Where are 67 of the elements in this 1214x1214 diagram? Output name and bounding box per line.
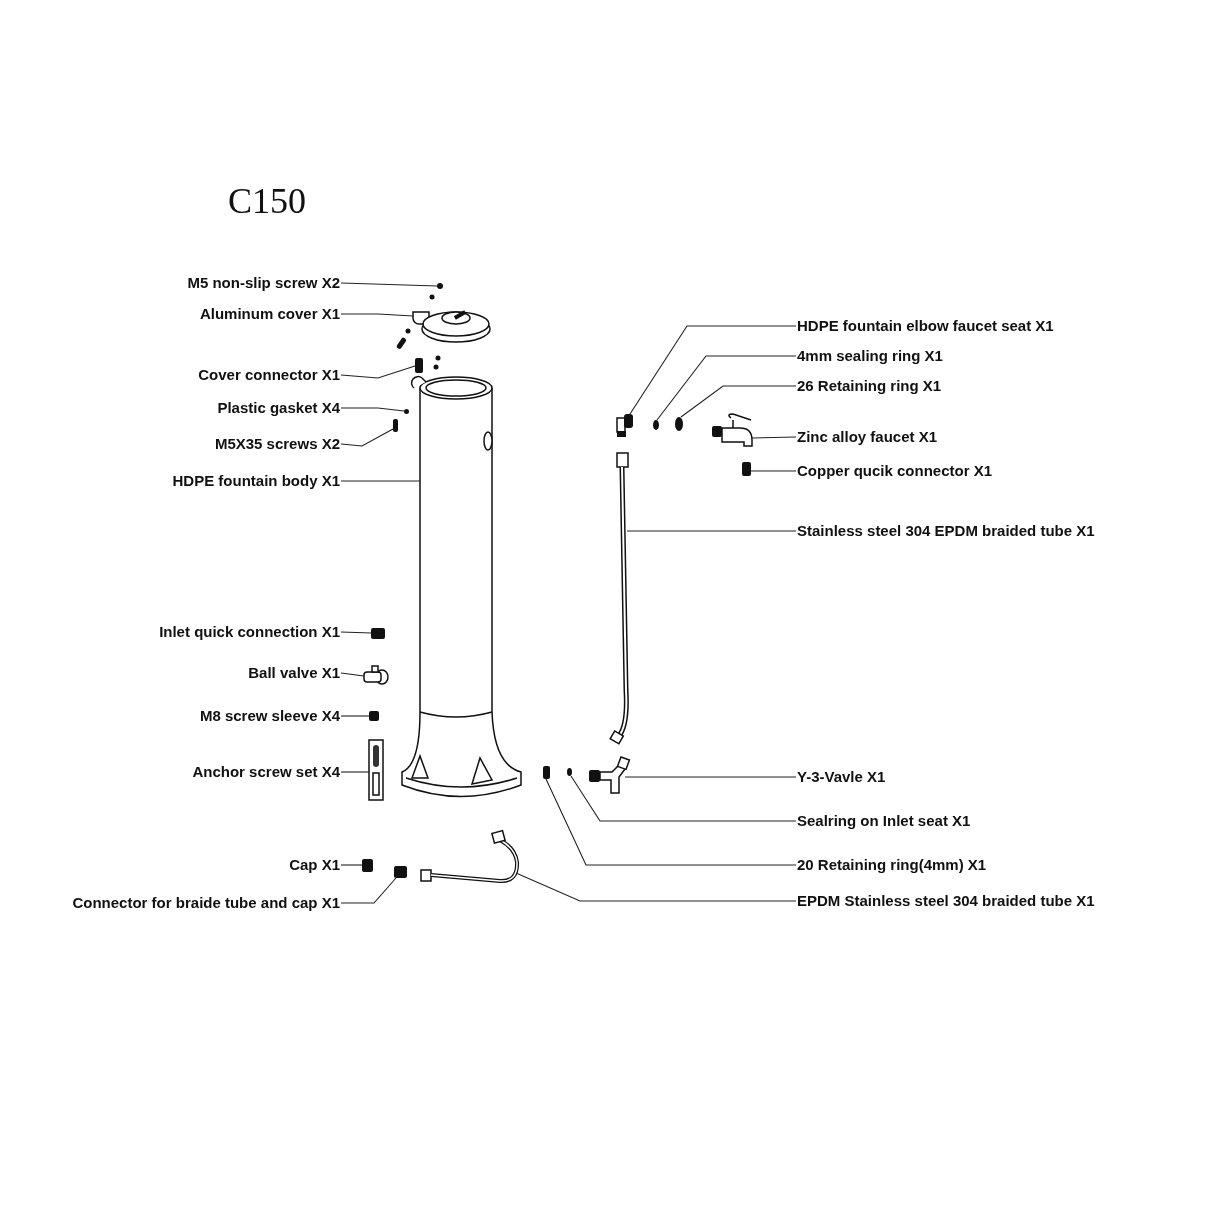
- y-valve-icon: [589, 755, 631, 794]
- leader-line: [515, 872, 797, 902]
- leader-line: [656, 355, 797, 421]
- part-label: Cap X1: [289, 856, 340, 874]
- ring-icon: [653, 420, 659, 430]
- diagram-title: C150: [228, 180, 306, 222]
- leader-line: [340, 407, 405, 412]
- part-label: Inlet quick connection X1: [159, 623, 340, 641]
- part-label: 26 Retaining ring X1: [797, 377, 942, 395]
- screw-icon: [393, 419, 398, 432]
- leader-line: [340, 672, 365, 677]
- anchor-set-drawing: [368, 739, 384, 801]
- part-label: 20 Retaining ring(4mm) X1: [797, 856, 987, 874]
- part-label: Connector for braide tube and cap X1: [72, 894, 340, 912]
- part-label: Y-3-Vavle X1: [797, 768, 886, 786]
- part-label: HDPE fountain elbow faucet seat X1: [797, 317, 1054, 335]
- ring-icon: [543, 766, 550, 779]
- leader-line: [340, 715, 370, 717]
- braided-hose-drawing: [609, 452, 629, 745]
- connector-icon: [371, 628, 385, 639]
- leader-line: [751, 436, 797, 439]
- part-label: Sealring on Inlet seat X1: [797, 812, 971, 830]
- leader-line: [624, 776, 797, 778]
- part-label: 4mm sealing ring X1: [797, 347, 943, 365]
- part-label: Ball valve X1: [248, 664, 340, 682]
- part-label: M5 non-slip screw X2: [187, 274, 340, 292]
- connector-icon: [415, 358, 423, 373]
- leader-line: [626, 530, 797, 532]
- screw-icon: [437, 283, 443, 289]
- elbow-seat-icon: [616, 414, 633, 437]
- part-label: Aluminum cover X1: [199, 305, 340, 323]
- leader-line: [340, 631, 372, 634]
- leader-line: [680, 385, 797, 418]
- leader-line: [545, 778, 797, 866]
- part-label: HDPE fountain body X1: [172, 472, 340, 490]
- braided-hose-drawing: [420, 829, 519, 883]
- part-label: M8 screw sleeve X4: [199, 707, 340, 725]
- part-label: Anchor screw set X4: [192, 763, 340, 781]
- faucet-icon: [712, 413, 753, 447]
- leader-line: [340, 428, 394, 447]
- ring-icon: [567, 768, 572, 776]
- cover-drawing: [412, 310, 491, 343]
- sleeve-icon: [369, 711, 379, 721]
- leader-line: [340, 313, 414, 317]
- part-label: Plastic gasket X4: [217, 399, 340, 417]
- leader-line: [340, 771, 370, 773]
- leader-line: [340, 282, 438, 287]
- ball-valve-icon: [363, 665, 389, 685]
- connector-icon: [394, 866, 407, 878]
- part-label: M5X35 screws X2: [214, 435, 340, 453]
- leader-line: [629, 325, 797, 415]
- part-label: Copper qucik connector X1: [797, 462, 993, 480]
- leader-line: [340, 864, 363, 866]
- leader-line: [570, 775, 797, 822]
- part-label: Zinc alloy faucet X1: [797, 428, 938, 446]
- leader-line: [340, 877, 397, 904]
- leader-line: [340, 480, 421, 482]
- part-label: Stainless steel 304 EPDM braided tube X1: [797, 522, 1095, 540]
- leader-line: [340, 365, 416, 379]
- leader-line: [750, 470, 797, 472]
- gasket-icon: [404, 409, 409, 414]
- fountain-body-drawing: [401, 375, 522, 798]
- ring-icon: [675, 417, 683, 431]
- part-label: Cover connector X1: [198, 366, 340, 384]
- cap-icon: [362, 859, 373, 872]
- part-label: EPDM Stainless steel 304 braided tube X1: [797, 892, 1095, 910]
- connector-icon: [742, 462, 751, 476]
